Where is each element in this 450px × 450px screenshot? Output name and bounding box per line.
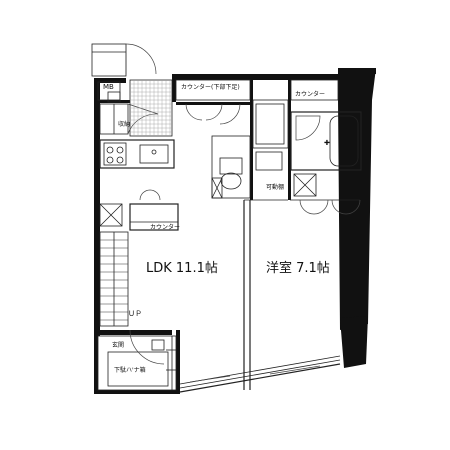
top-left-door-area: MB xyxy=(91,43,157,103)
sliding-partition xyxy=(243,199,288,390)
up-label: ＵＰ xyxy=(128,310,142,318)
counter-lower-label: カウンター(下部下足) xyxy=(181,83,240,91)
outer-walls xyxy=(94,68,376,394)
storage-area: 収納 xyxy=(99,103,159,135)
bathroom: カウンター ✚ xyxy=(290,79,362,171)
mb-label: MB xyxy=(103,83,114,91)
toilet-room xyxy=(211,135,251,199)
svg-text:✚: ✚ xyxy=(324,139,330,147)
washroom: 可動棚 xyxy=(252,99,317,197)
counter-kitchen-label: カウンター xyxy=(150,223,180,231)
entrance-label: 玄関 xyxy=(112,341,124,349)
parquet-area xyxy=(129,79,173,137)
western-room-label: 洋室 7.1帖 xyxy=(266,260,330,276)
ldk-label: LDK 11.1帖 xyxy=(146,261,218,276)
entrance: 玄関 下駄ハ'ナ箱 xyxy=(97,329,177,391)
kitchen-island: カウンター xyxy=(99,189,180,231)
closet-doors xyxy=(290,199,361,215)
bottom-window xyxy=(179,355,341,393)
counter-right-label: カウンター xyxy=(295,90,325,98)
shoe-box-label: 下駄ハ'ナ箱 xyxy=(114,366,146,374)
kitchen xyxy=(99,139,175,169)
staircase: ＵＰ xyxy=(99,231,142,327)
movable-shelf-label: 可動棚 xyxy=(266,183,284,191)
upper-counter: カウンター(下部下足) xyxy=(175,79,251,125)
storage-label: 収納 xyxy=(118,120,130,128)
